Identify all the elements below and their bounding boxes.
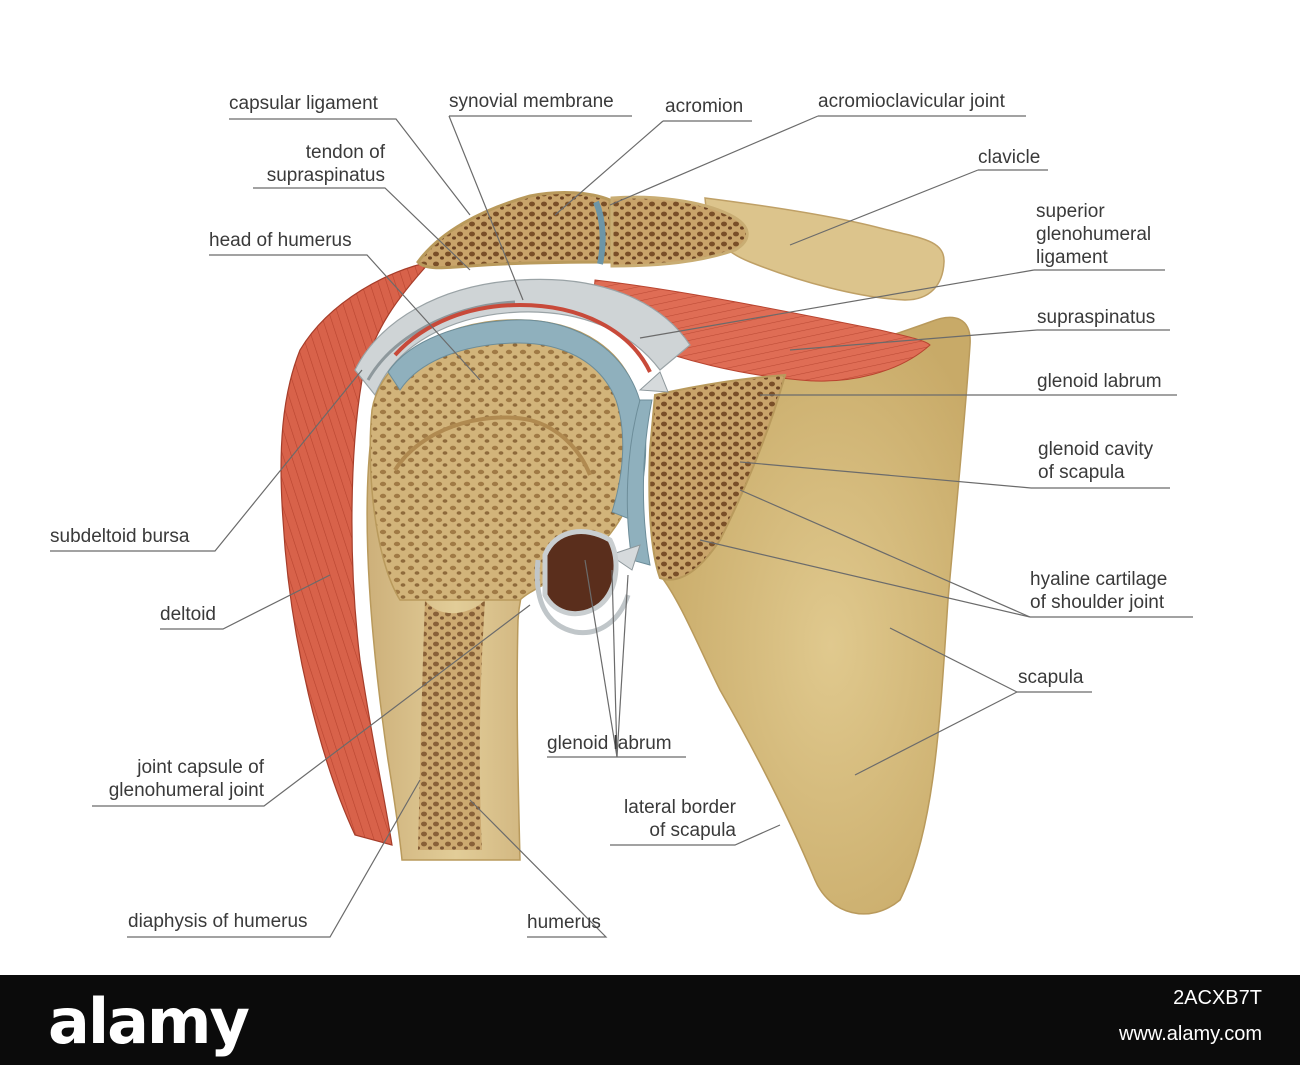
inferior-recess	[545, 532, 616, 614]
watermark-footer: alamy 2ACXB7T www.alamy.com	[0, 975, 1300, 1065]
label-diaphysis-of-humerus: diaphysis of humerus	[128, 910, 308, 933]
label-glenoid-cavity: glenoid cavity of scapula	[1038, 438, 1153, 484]
brand-logo: alamy	[48, 985, 248, 1058]
label-lateral-border-of-scapula: lateral border of scapula	[624, 796, 736, 842]
label-hyaline-cartilage: hyaline cartilage of shoulder joint	[1030, 568, 1167, 614]
site-url: www.alamy.com	[1119, 1023, 1262, 1046]
label-humerus: humerus	[527, 911, 601, 934]
label-acromioclavicular-joint: acromioclavicular joint	[818, 90, 1005, 113]
label-glenoid-labrum-upper: glenoid labrum	[1037, 370, 1162, 393]
label-glenoid-labrum-lower: glenoid labrum	[547, 732, 672, 755]
label-head-of-humerus: head of humerus	[209, 229, 352, 252]
label-subdeltoid-bursa: subdeltoid bursa	[50, 525, 189, 548]
label-joint-capsule: joint capsule of glenohumeral joint	[109, 756, 264, 802]
label-scapula: scapula	[1018, 666, 1084, 689]
clavicle-shape	[705, 198, 944, 300]
label-clavicle: clavicle	[978, 146, 1040, 169]
acromion-shape	[418, 193, 612, 268]
label-superior-glenohumeral-ligament: superior glenohumeral ligament	[1036, 200, 1151, 269]
label-capsular-ligament: capsular ligament	[229, 92, 378, 115]
label-tendon-of-supraspinatus: tendon of supraspinatus	[267, 141, 385, 187]
label-supraspinatus: supraspinatus	[1037, 306, 1155, 329]
medullary-cavity	[418, 600, 485, 850]
label-acromion: acromion	[665, 95, 743, 118]
label-synovial-membrane: synovial membrane	[449, 90, 614, 113]
image-id: 2ACXB7T	[1173, 987, 1262, 1010]
label-deltoid: deltoid	[160, 603, 216, 626]
anatomy-diagram: capsular ligament synovial membrane acro…	[0, 0, 1300, 975]
